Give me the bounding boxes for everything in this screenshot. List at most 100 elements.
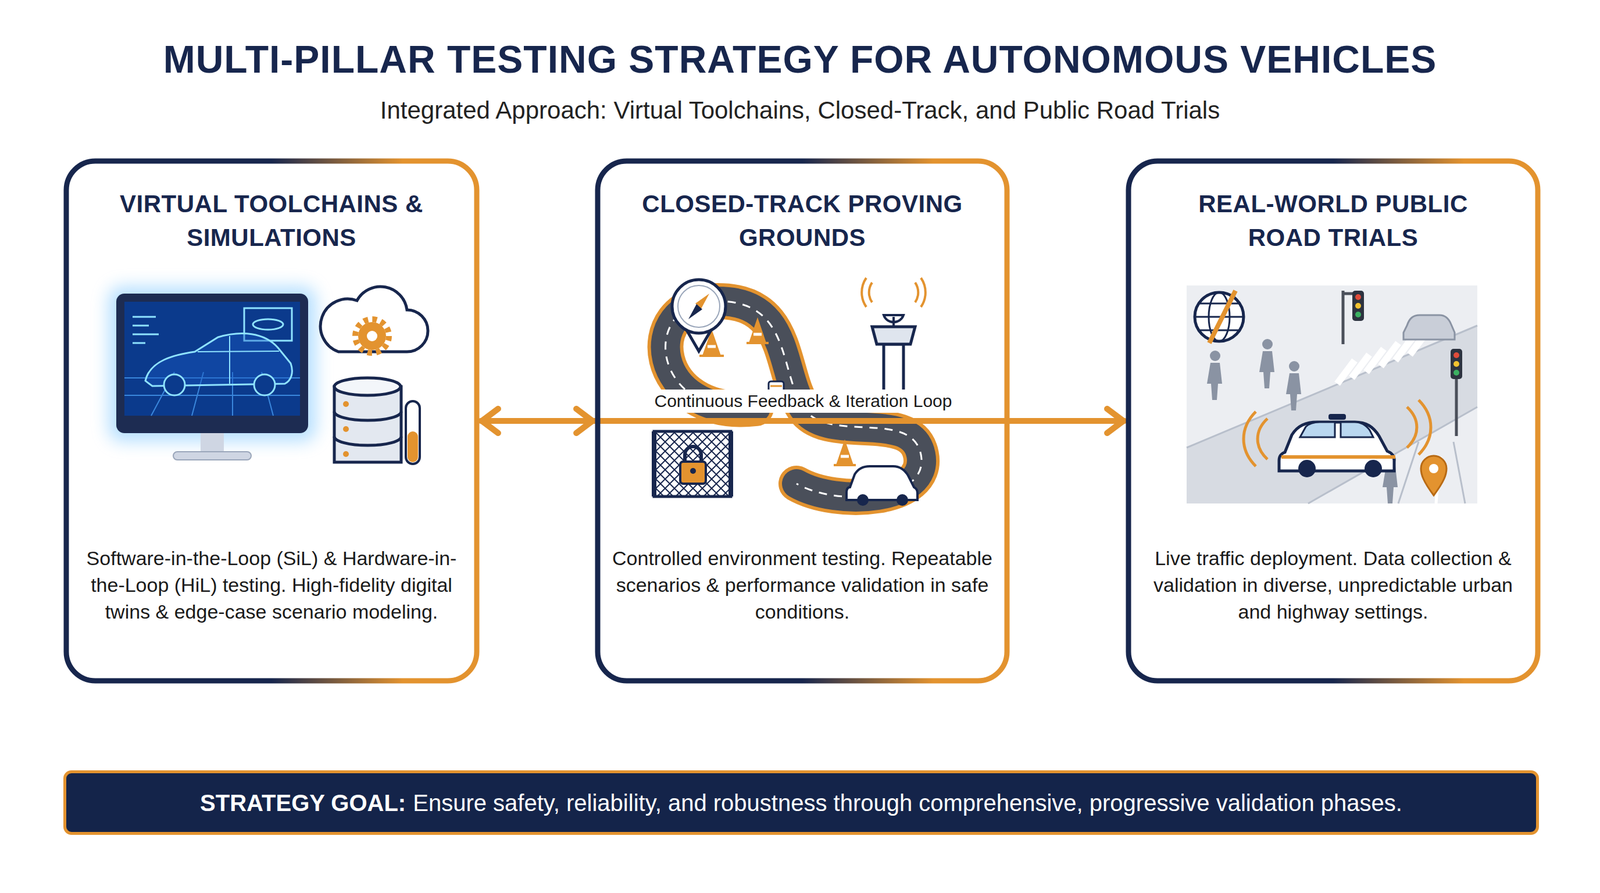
panel-border: [1128, 161, 1538, 681]
goal-text: Ensure safety, reliability, and robustne…: [412, 788, 1403, 818]
fence-lock-icon-part: [680, 461, 706, 484]
street-scene-part-part: [1262, 338, 1273, 350]
track-icon-part: [746, 320, 769, 344]
database-icon-part: [334, 386, 402, 463]
control-tower-icon: [861, 277, 926, 397]
control-tower-icon-part: [861, 277, 926, 307]
test-car-icon: [846, 466, 918, 506]
panel-heading: CLOSED-TRACK PROVING GROUNDS: [633, 187, 971, 255]
fence-lock-icon-part: [654, 431, 731, 497]
monitor-icon-part: [116, 293, 309, 434]
panel-description: Controlled environment testing. Repeatab…: [610, 544, 995, 625]
diagram-subtitle: Integrated Approach: Virtual Toolchains,…: [380, 95, 1220, 126]
autonomous-car-icon-part: [1328, 413, 1346, 420]
panel-border: [597, 161, 1007, 681]
compass-icon-part: [677, 285, 720, 328]
street-scene-part-part: [1259, 351, 1275, 389]
street-scene-part: [1453, 352, 1460, 359]
street-scene-part: [1206, 338, 1398, 504]
monitor-icon-part: [108, 286, 317, 442]
cloud-gear-icon-part: [358, 322, 387, 350]
test-car-icon-part: [846, 466, 918, 500]
track-icon-part: [707, 345, 716, 349]
track-icon-part: [753, 333, 762, 337]
location-pin-icon-part: [1429, 463, 1439, 474]
street-scene-part: [1355, 302, 1362, 309]
flow-arrow: [481, 418, 1125, 424]
globe-icon: [1194, 290, 1244, 344]
pillar-panel: CLOSED-TRACK PROVING GROUNDS Controlled e…: [594, 158, 1010, 684]
street-scene-part: [1453, 361, 1460, 367]
panel-description: Software-in-the-Loop (SiL) & Hardware-in…: [79, 544, 464, 625]
fence-lock-icon-part: [654, 431, 731, 497]
database-icon-part: [407, 431, 419, 463]
panel-heading: REAL-WORLD PUBLIC ROAD TRIALS: [1164, 187, 1502, 255]
autonomous-car-icon-part: [1364, 459, 1382, 478]
street-scene-part: [1398, 441, 1466, 504]
monitor-icon-part: [132, 316, 159, 344]
monitor-icon: [108, 286, 317, 460]
street-scene-part: [1355, 294, 1362, 300]
compass-icon: [672, 279, 726, 352]
database-icon: [334, 377, 420, 464]
monitor-icon-part: [252, 319, 284, 330]
compass-icon-part: [688, 304, 703, 320]
globe-icon-part: [1209, 290, 1236, 344]
monitor-icon-part: [200, 433, 224, 453]
database-icon-part: [405, 401, 420, 464]
autonomous-car-icon-part: [1300, 422, 1374, 438]
database-icon-part: [343, 451, 349, 457]
control-tower-icon-part: [872, 326, 916, 345]
street-scene-part: [1450, 348, 1463, 380]
autonomous-car-icon: [1243, 400, 1431, 478]
database-icon-part: [334, 411, 402, 446]
location-pin-icon-part: [1420, 455, 1447, 496]
cloud-gear-icon-part: [355, 319, 389, 353]
panel-heading: VIRTUAL TOOLCHAINS & SIMULATIONS: [102, 187, 441, 255]
panel-border: [66, 161, 477, 681]
street-scene-part: [1403, 315, 1455, 340]
street-scene-part: [1355, 311, 1362, 318]
street-scene-part: [1186, 325, 1478, 504]
autonomous-car-icon-part: [1298, 459, 1316, 478]
control-tower-icon-part: [892, 316, 895, 327]
street-scene-part-part: [1206, 362, 1223, 400]
autonomous-car-icon-part: [1281, 455, 1396, 459]
street-scene-part: [1186, 325, 1478, 504]
globe-icon-part: [1194, 292, 1244, 342]
test-car-icon-part: [856, 494, 869, 506]
fence-lock-icon: [654, 431, 731, 497]
loop-label: Continuous Feedback & Iteration Loop: [649, 389, 957, 413]
street-scene-part: [1186, 285, 1478, 504]
track-icon-part: [840, 455, 849, 459]
test-car-icon-part: [896, 494, 909, 506]
track-icon-part: [833, 443, 856, 466]
monitor-icon-part: [173, 451, 252, 460]
street-scene-part-part: [1286, 373, 1302, 411]
goal-banner: STRATEGY GOAL:Ensure safety, reliability…: [63, 770, 1539, 835]
monitor-icon-part: [124, 301, 300, 416]
street-scene-part: [1453, 369, 1460, 376]
diagram-title: MULTI-PILLAR TESTING STRATEGY FOR AUTONO…: [163, 36, 1438, 83]
database-icon-part: [343, 426, 349, 432]
cloud-gear-icon: [320, 286, 428, 353]
fence-lock-icon-part: [684, 446, 702, 463]
control-tower-icon-part: [883, 344, 904, 397]
pillar-panel: VIRTUAL TOOLCHAINS & SIMULATIONS Software…: [63, 158, 480, 684]
street-scene: [1186, 285, 1478, 504]
database-icon-part: [343, 401, 349, 407]
compass-icon-part: [672, 279, 726, 334]
cloud-gear-icon-part: [366, 330, 378, 342]
street-scene-part: [1455, 372, 1459, 437]
street-scene-part-part: [1288, 361, 1300, 372]
location-pin-icon: [1420, 455, 1447, 496]
monitor-icon-part: [254, 374, 275, 396]
pillar-panel: REAL-WORLD PUBLIC ROAD TRIALS Live traffi…: [1125, 158, 1541, 684]
street-scene-part: [1352, 290, 1364, 321]
panel-description: Live traffic deployment. Data collection…: [1141, 544, 1525, 625]
goal-label: STRATEGY GOAL:: [200, 788, 406, 818]
